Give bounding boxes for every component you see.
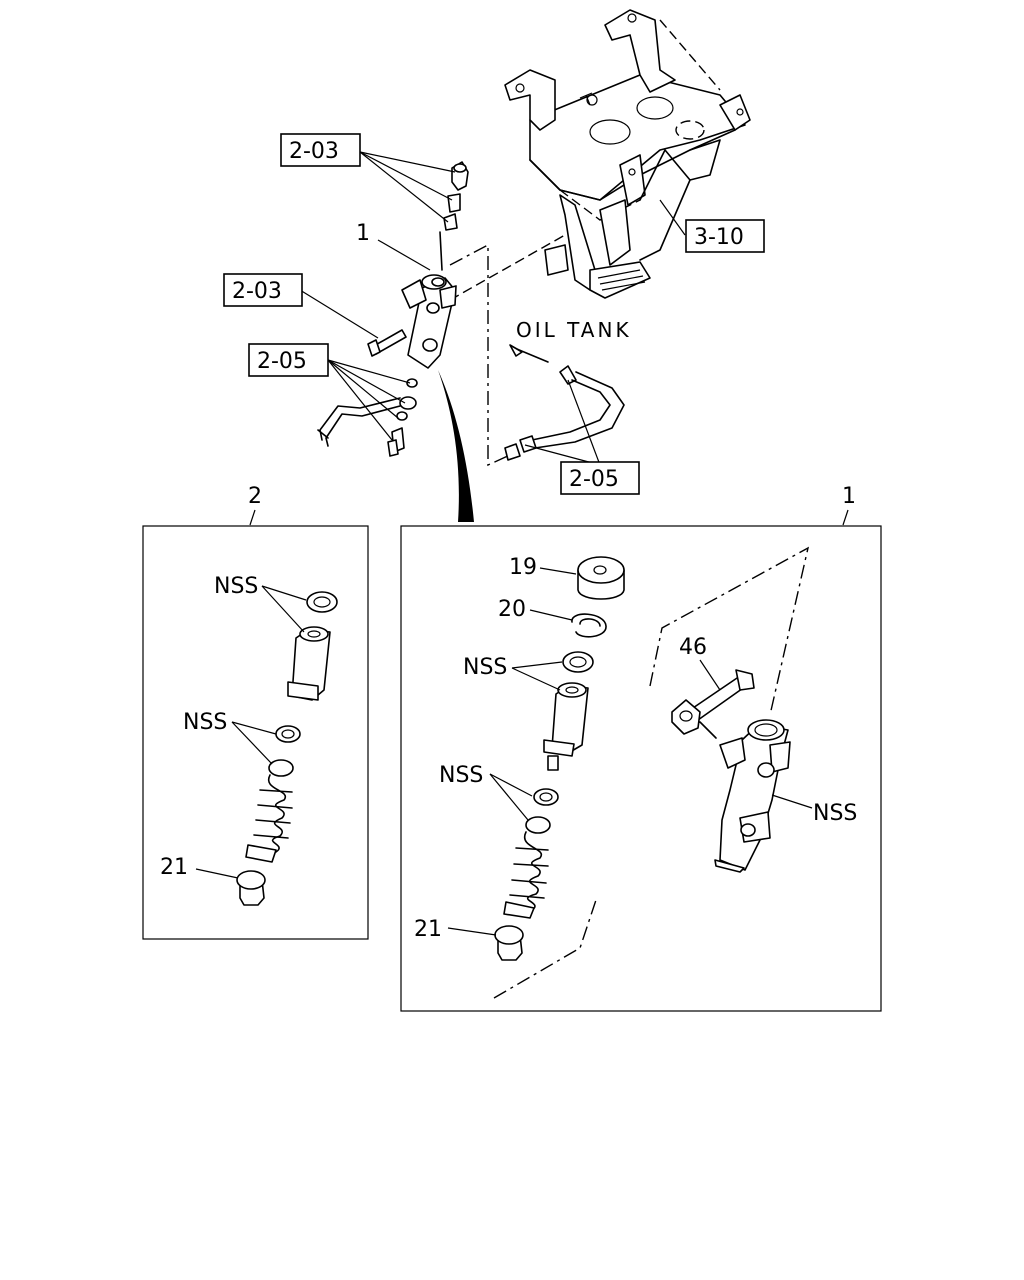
detail-1-part-46: 46 bbox=[679, 635, 707, 660]
detail-1-nss-a: NSS bbox=[463, 655, 507, 680]
ref-label-2-03-top: 2-03 bbox=[289, 139, 339, 164]
ref-box-2-03-top bbox=[280, 133, 361, 167]
detail-2-nss-a: NSS bbox=[214, 574, 258, 599]
detail-panel-1: 1 bbox=[400, 484, 882, 1012]
detail-1-nss-b: NSS bbox=[439, 763, 483, 788]
detail-1-title: 1 bbox=[842, 484, 856, 509]
ref-box-2-05-right bbox=[560, 461, 640, 495]
detail-1-part-20: 20 bbox=[498, 597, 526, 622]
ref-box-3-10 bbox=[685, 219, 765, 253]
leader-lines-top bbox=[299, 151, 686, 466]
pedal-bracket-assembly bbox=[504, 9, 751, 299]
ref-label-2-03-mid: 2-03 bbox=[232, 279, 282, 304]
detail-1-part-21: 21 bbox=[414, 917, 442, 942]
ref-box-2-05-left bbox=[248, 343, 329, 377]
ref-box-2-03-mid bbox=[223, 273, 303, 307]
detail-panel-2: 2 NSS NSS 21 bbox=[142, 484, 369, 940]
detail-1-nss-body: NSS bbox=[813, 801, 857, 826]
detail-2-frame bbox=[142, 525, 369, 940]
detail-2-part-21: 21 bbox=[160, 855, 188, 880]
detail-1-frame bbox=[400, 525, 882, 1012]
master-cylinder-assembly bbox=[317, 161, 566, 467]
oil-tank-hose bbox=[504, 344, 625, 461]
ref-label-2-05-left: 2-05 bbox=[257, 349, 307, 374]
detail-2-nss-b: NSS bbox=[183, 710, 227, 735]
callout-oil-tank: OIL TANK bbox=[516, 318, 632, 342]
ref-label-3-10: 3-10 bbox=[694, 225, 744, 250]
detail-connector bbox=[438, 370, 474, 522]
detail-2-title: 2 bbox=[248, 484, 262, 509]
callout-part-1-main: 1 bbox=[356, 221, 370, 246]
ref-label-2-05-right: 2-05 bbox=[569, 467, 619, 492]
detail-1-part-19: 19 bbox=[509, 555, 537, 580]
